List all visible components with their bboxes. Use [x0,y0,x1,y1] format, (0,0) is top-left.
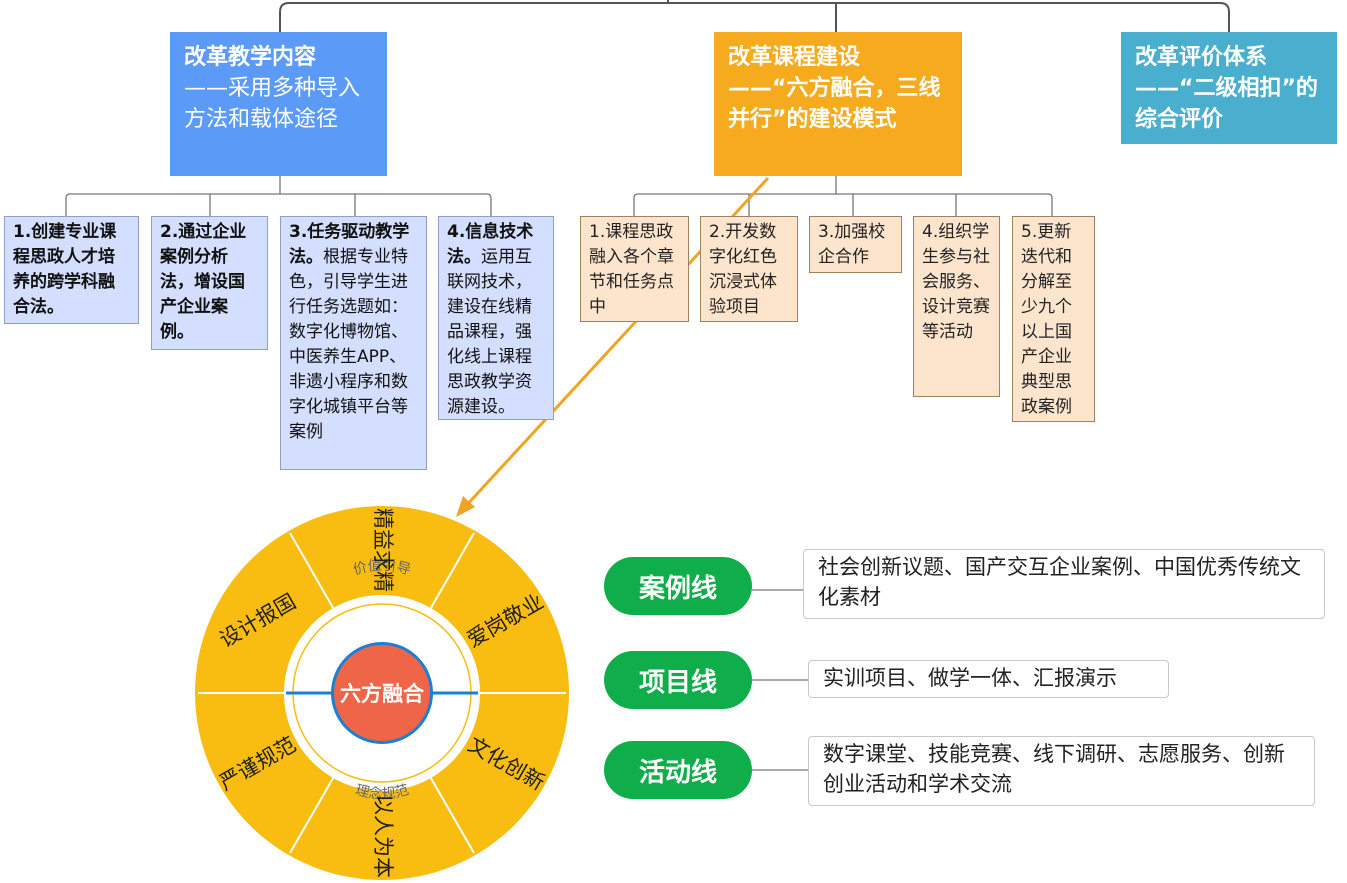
teaching-title: 改革教学内容 [184,45,317,70]
project-line-desc: 实训项目、做学一体、汇报演示 [808,660,1169,698]
project-line-pill: 项目线 [604,651,752,709]
activity-line-pill: 活动线 [604,741,752,799]
course-title: 改革课程建设 [728,45,861,70]
wheel-center [334,645,430,741]
wheel-center-label: 六方融合 [340,682,425,706]
teaching-item-3: 3.任务驱动教学法。根据专业特色，引导学生进行任务选题如：数字化博物馆、中医养生… [280,216,427,470]
teaching-content-box: 改革教学内容 ——采用多种导入方法和载体途径 [170,32,387,176]
teaching-item-1: 1.创建专业课程思政人才培养的跨学科融合法。 [4,216,139,324]
course-item-1: 1.课程思政融入各个章节和任务点中 [580,216,689,322]
svg-text:理念规范: 理念规范 [353,781,410,802]
evaluation-subtitle: ——“二级相扣”的综合评价 [1135,76,1318,132]
wheel-segment-label: 精益求精 [371,508,395,592]
course-item-2: 2.开发数字化红色沉浸式体验项目 [700,216,798,322]
evaluation-title: 改革评价体系 [1135,45,1268,70]
course-item-3: 3.加强校企合作 [809,216,902,273]
teaching-item-4: 4.信息技术法。运用互联网技术，建设在线精品课程，强化线上课程思政教学资源建设。 [438,216,554,420]
course-item-4: 4.组织学生参与社会服务、设计竞赛等活动 [913,216,1000,397]
course-construction-box: 改革课程建设 ——“六方融合，三线并行”的建设模式 [714,32,962,176]
evaluation-system-box: 改革评价体系 ——“二级相扣”的综合评价 [1121,32,1337,144]
activity-line-desc: 数字课堂、技能竞赛、线下调研、志愿服务、创新创业活动和学术交流 [808,736,1315,806]
ring-label-concept-norm: 理念规范 [353,781,410,802]
course-item-5: 5.更新迭代和分解至少九个以上国产企业典型思政案例 [1012,216,1095,422]
course-subtitle: ——“六方融合，三线并行”的建设模式 [728,76,941,132]
case-line-pill: 案例线 [604,557,752,615]
teaching-subtitle: ——采用多种导入方法和载体途径 [184,76,361,132]
wheel-segment-label: 以人为本 [371,794,395,878]
case-line-desc: 社会创新议题、国产交互企业案例、中国优秀传统文化素材 [803,549,1325,619]
teaching-item-2: 2.通过企业案例分析法，增设国产企业案例。 [151,216,268,350]
